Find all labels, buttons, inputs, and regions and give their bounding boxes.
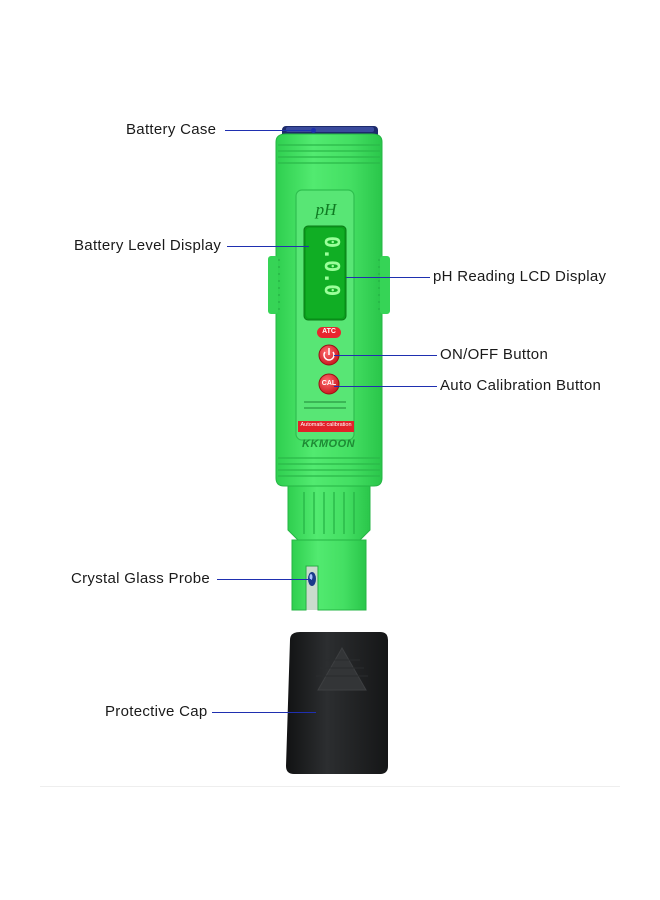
- face-panel: [295, 189, 355, 441]
- probe-housing: [287, 485, 371, 541]
- atc-label: ATC: [322, 328, 336, 335]
- leader-ph-reading-lcd: [346, 277, 430, 278]
- leader-protective-cap: [212, 712, 316, 713]
- leader-battery-case: [225, 130, 313, 131]
- calibration-strip-text: Automatic calibration: [300, 422, 352, 428]
- lcd-title: pH: [315, 200, 337, 219]
- label-ph-reading-lcd: pH Reading LCD Display: [433, 268, 607, 285]
- leader-crystal-glass-probe: [217, 579, 311, 580]
- leader-end-battery-case: [311, 128, 316, 133]
- label-crystal-glass-probe: Crystal Glass Probe: [71, 570, 211, 587]
- leader-battery-level-display: [227, 246, 309, 247]
- label-on-off-button: ON/OFF Button: [440, 346, 549, 363]
- protective-cap: [286, 632, 388, 774]
- calibration-strip: [298, 421, 354, 432]
- label-protective-cap: Protective Cap: [105, 703, 208, 720]
- label-battery-case: Battery Case: [126, 121, 217, 138]
- leader-on-off-button: [334, 355, 437, 356]
- calibration-button[interactable]: [318, 373, 340, 395]
- cal-label: CAL: [321, 380, 337, 387]
- leader-auto-calibration-button: [334, 386, 437, 387]
- label-battery-level-display: Battery Level Display: [74, 237, 222, 254]
- brand-logo: KKMOON: [302, 438, 356, 450]
- crystal-glass-probe: [291, 539, 367, 611]
- lcd-digits: 0.0.0: [320, 236, 344, 297]
- label-auto-calibration-button: Auto Calibration Button: [440, 377, 602, 394]
- panel-stripes: [304, 401, 346, 409]
- atc-badge: [317, 327, 341, 338]
- reflection-divider: [40, 786, 620, 787]
